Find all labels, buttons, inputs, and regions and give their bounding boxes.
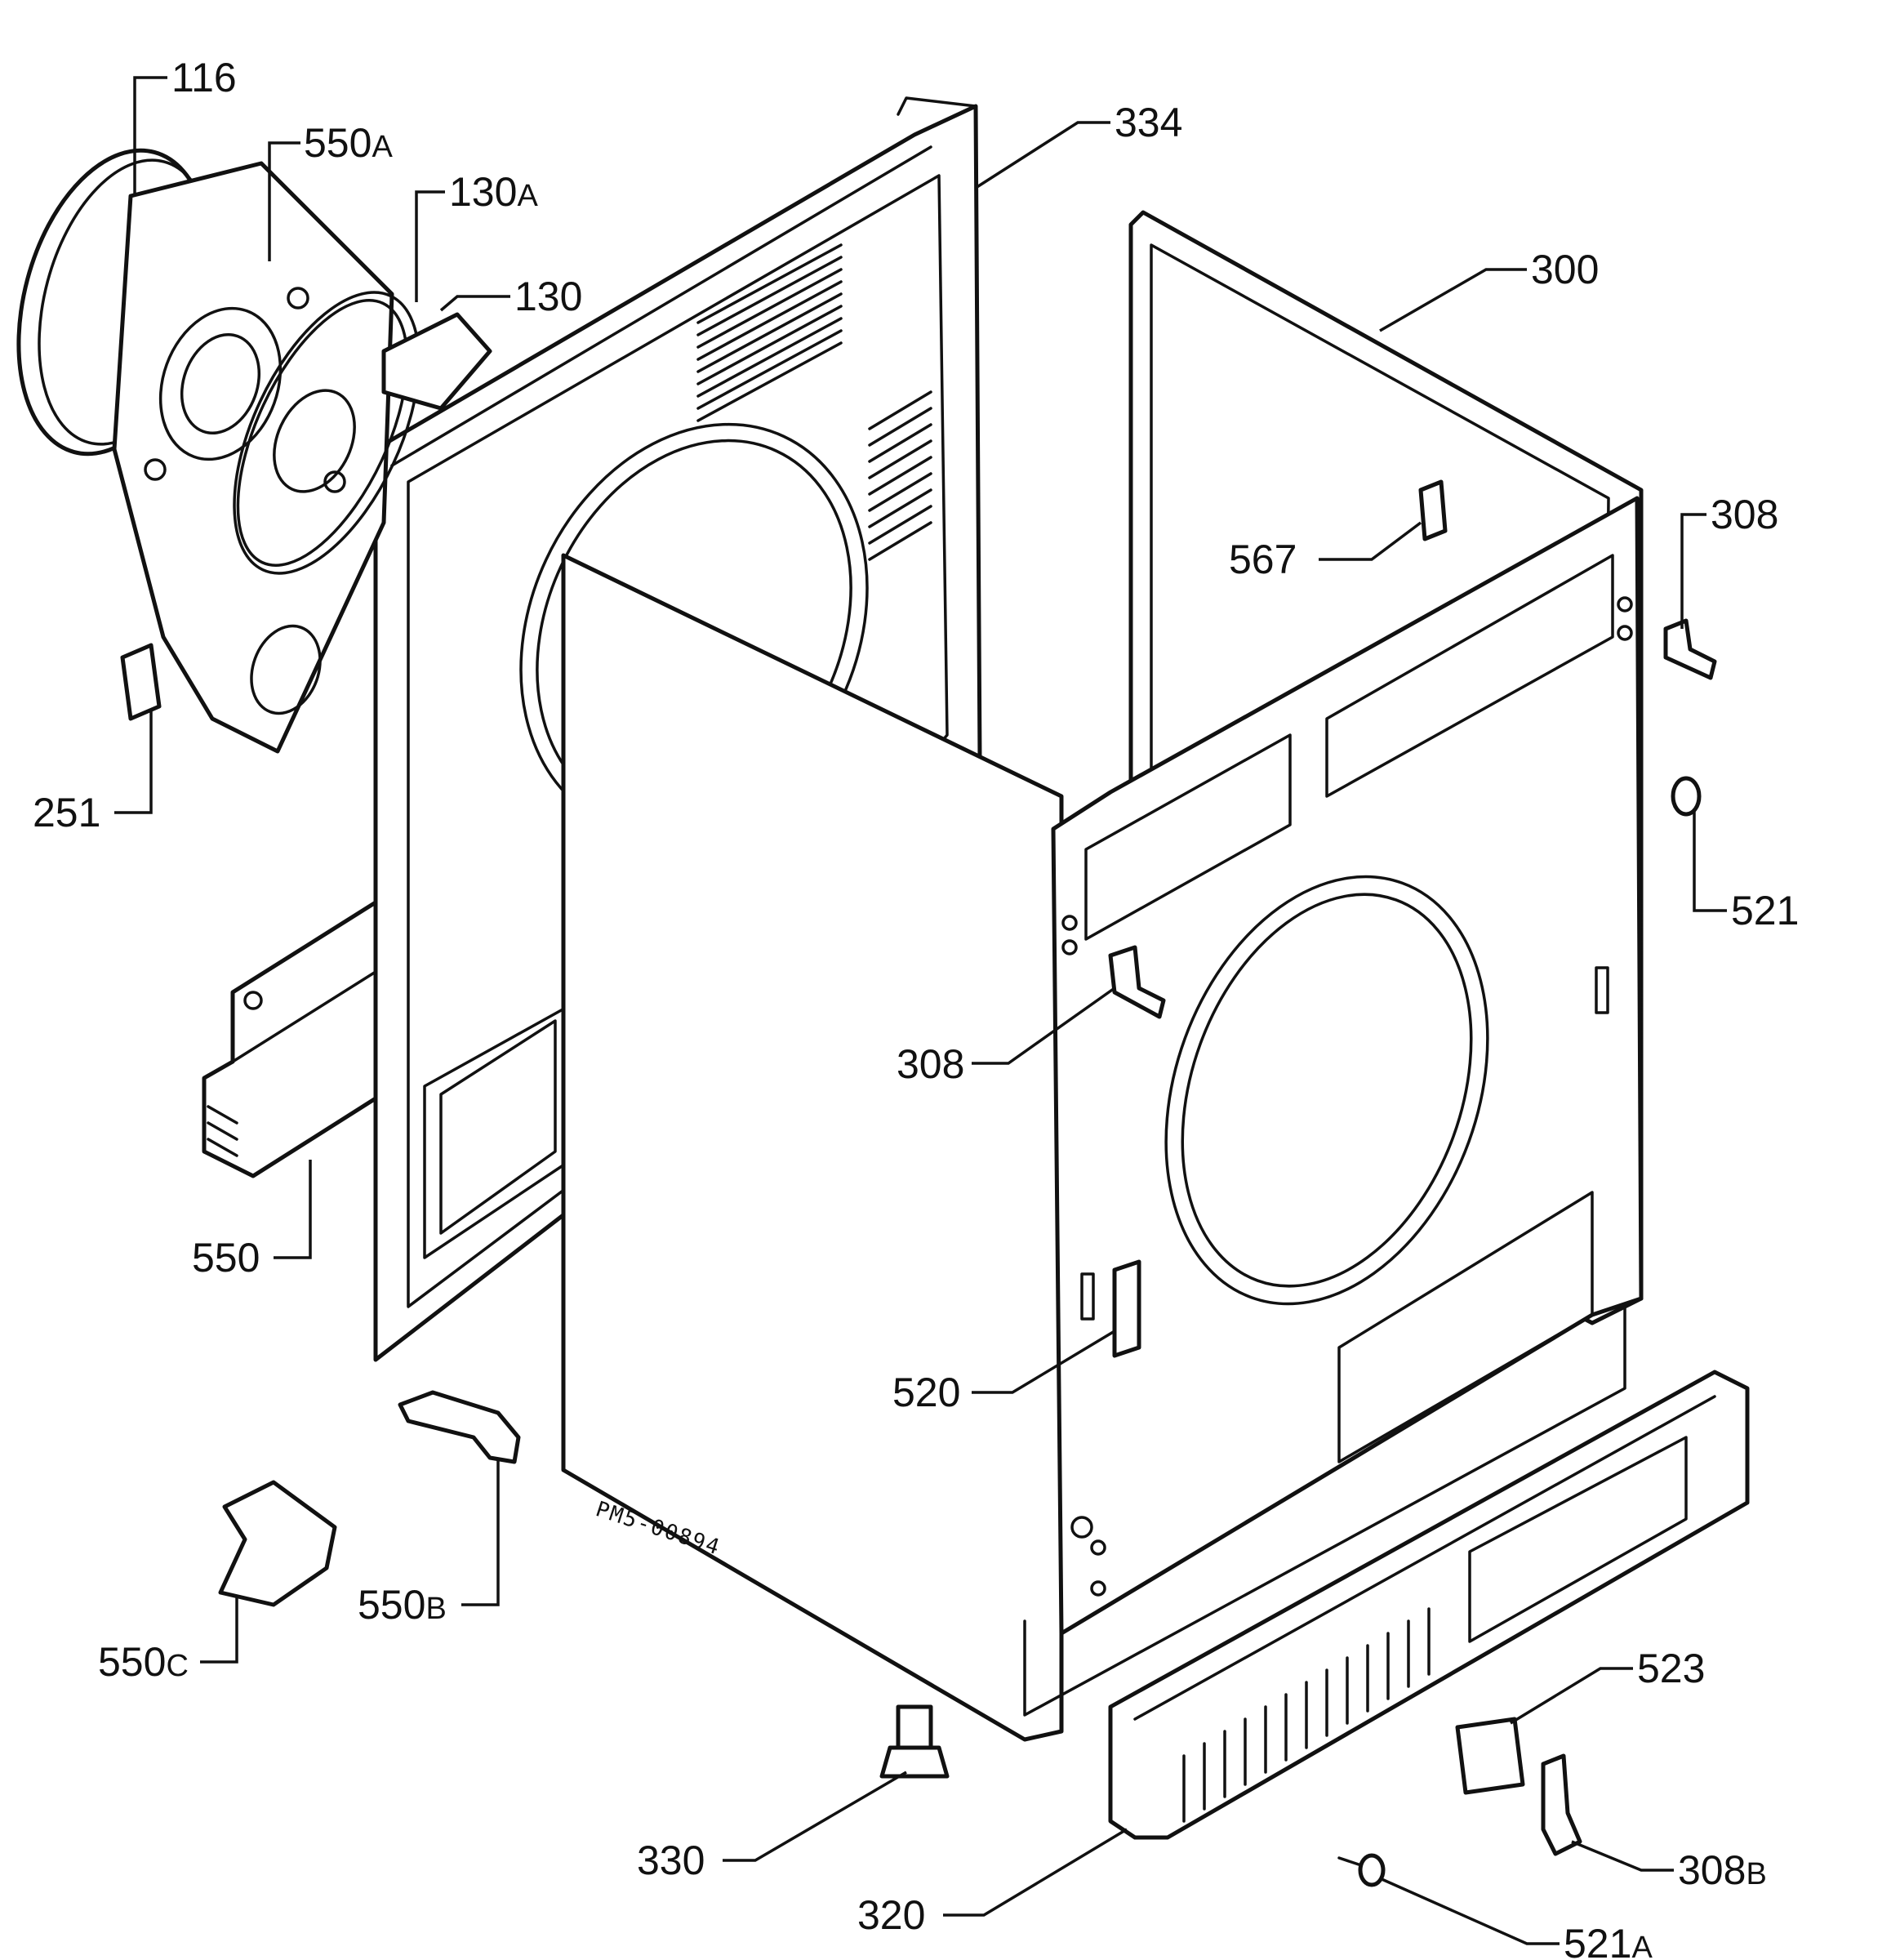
label-251: 251 [33,790,100,835]
latch-520 [1112,1259,1141,1358]
label-550b: 550B [358,1582,447,1628]
small-parts [218,479,1717,1887]
clip-567 [1418,479,1448,541]
label-567: 567 [1229,537,1297,582]
label-550c: 550C [98,1639,189,1685]
bracket-308-mid [1108,945,1166,1019]
label-523: 523 [1637,1646,1705,1691]
label-130a: 130A [449,169,538,215]
label-116: 116 [171,55,237,100]
bracket-308-right [1663,618,1717,680]
kickplate-320 [1108,1370,1750,1840]
label-330: 330 [637,1838,705,1883]
foot-550b [398,1390,521,1464]
label-300: 300 [1531,247,1599,292]
foot-330 [879,1704,950,1779]
clip-251 [120,643,162,721]
label-550: 550 [192,1235,260,1281]
left-bracket-550 [202,900,378,1178]
bracket-308b [1541,1753,1582,1856]
label-550a: 550A [304,120,393,166]
cabinet-300 [561,210,1644,1742]
label-521a: 521A [1564,1921,1653,1960]
part-labels: 116 550A 130A 130 334 300 308 567 251 52… [33,55,1799,1960]
label-320: 320 [857,1892,925,1938]
plate-523 [1455,1717,1525,1795]
label-308-mid: 308 [897,1041,964,1087]
motor-bearing-assembly [16,148,492,754]
screw-521a [1337,1853,1386,1887]
bracket-550c [218,1480,337,1607]
label-520: 520 [892,1370,960,1415]
label-334: 334 [1115,100,1182,145]
label-130: 130 [514,274,582,319]
label-308-right: 308 [1711,492,1778,537]
label-308b: 308B [1678,1847,1767,1893]
rear-vents [696,243,932,561]
leader-lines [114,76,1727,1945]
label-521: 521 [1731,888,1799,933]
cap-521 [1671,776,1702,817]
